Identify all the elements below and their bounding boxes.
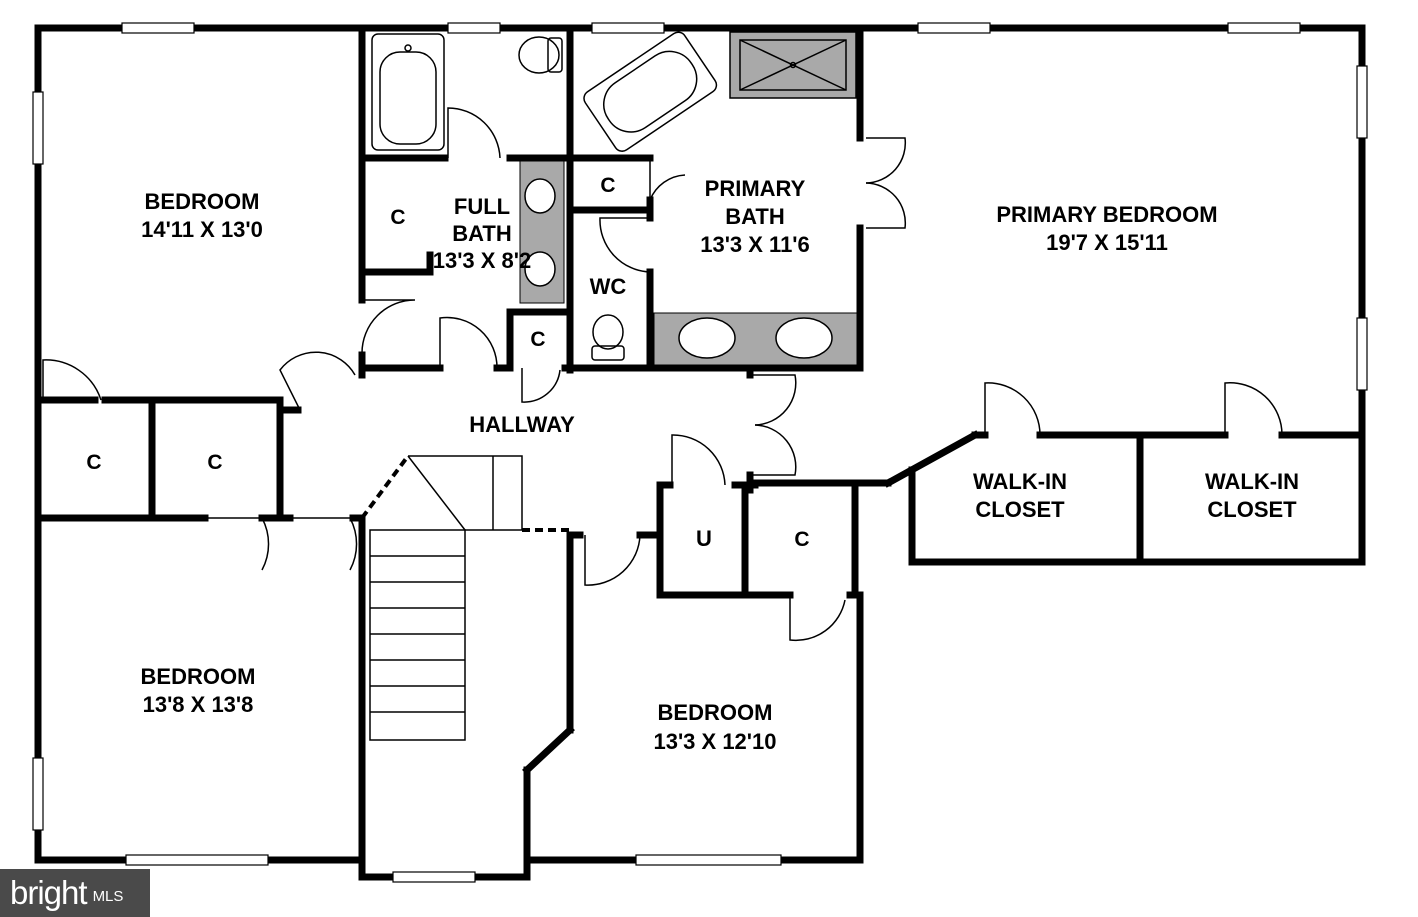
bedroom-nw-name: BEDROOM <box>145 189 260 214</box>
closet-full-bath: C <box>390 206 405 229</box>
primary-bedroom-dims: 19'7 X 15'11 <box>1046 230 1168 255</box>
walkin-1-name-2: CLOSET <box>975 497 1065 522</box>
bedroom-nw-dims: 14'11 X 13'0 <box>141 217 263 242</box>
windows <box>32 22 1368 883</box>
full-bath-name-2: BATH <box>452 221 511 246</box>
bedroom-sw-dims: 13'8 X 13'8 <box>143 692 254 717</box>
primary-bath-dims: 13'3 X 11'6 <box>700 232 810 257</box>
closet-hall-linen: C <box>530 328 545 351</box>
walkin-2-name-2: CLOSET <box>1207 497 1297 522</box>
door-swings <box>42 107 1283 642</box>
wc-name: WC <box>590 274 627 299</box>
walkin-2-name-1: WALK-IN <box>1205 469 1299 494</box>
primary-bath-name-1: PRIMARY <box>705 176 806 201</box>
staircase <box>360 454 570 741</box>
bedroom-s-name: BEDROOM <box>658 700 773 725</box>
watermark-suffix: MLS <box>92 887 124 905</box>
closet-west-2: C <box>207 451 222 474</box>
shower-drain-lines <box>739 39 847 91</box>
bedroom-sw-name: BEDROOM <box>141 664 256 689</box>
primary-bath-name-2: BATH <box>725 204 784 229</box>
closet-bedroom-s: C <box>794 528 809 551</box>
fixtures <box>371 31 833 361</box>
bedroom-s-dims: 13'3 X 12'10 <box>653 729 776 754</box>
closet-primary-bath: C <box>600 174 615 197</box>
utility-name: U <box>696 526 712 551</box>
room-labels: BEDROOM 14'11 X 13'0 FULL BATH 13'3 X 8'… <box>86 174 1299 754</box>
mls-watermark: bright MLS <box>0 869 150 917</box>
full-bath-dims: 13'3 X 8'2 <box>433 248 532 273</box>
watermark-brand: bright <box>10 874 88 911</box>
primary-bedroom-name: PRIMARY BEDROOM <box>996 202 1217 227</box>
walkin-1-name-1: WALK-IN <box>973 469 1067 494</box>
closet-west-1: C <box>86 451 101 474</box>
hallway-name: HALLWAY <box>469 412 575 437</box>
full-bath-name-1: FULL <box>454 194 510 219</box>
